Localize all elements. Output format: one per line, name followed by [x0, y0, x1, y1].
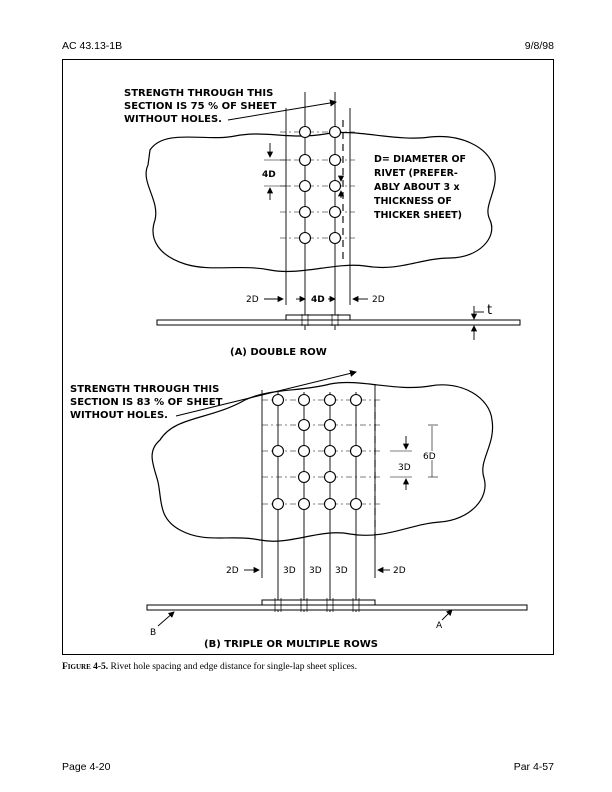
rivet: [349, 444, 363, 458]
panel-a-title: (A) DOUBLE ROW: [230, 347, 327, 358]
rivet: [271, 497, 285, 511]
panel-b-sheet-outline: [151, 381, 494, 542]
rivet: [349, 393, 363, 407]
panel-a-def-line-2: RIVET (PREFER-: [374, 168, 458, 179]
panel-a-def-line-1: D= DIAMETER OF: [374, 154, 466, 165]
panel-a: STRENGTH THROUGH THIS SECTION IS 75 % OF…: [124, 88, 521, 358]
rivet: [328, 231, 342, 245]
panel-a-note-line-1: STRENGTH THROUGH THIS: [124, 88, 273, 99]
footer-page-number: Page 4-20: [62, 761, 111, 773]
panel-b-note-line-1: STRENGTH THROUGH THIS: [70, 384, 219, 395]
panel-b-gap-1-label: 3D: [283, 566, 296, 576]
header-date: 9/8/98: [524, 40, 554, 52]
panel-b: STRENGTH THROUGH THIS SECTION IS 83 % OF…: [70, 370, 528, 650]
panel-a-pitch-label: 4D: [262, 170, 276, 180]
panel-a-rivets: [298, 125, 342, 245]
rivet: [349, 497, 363, 511]
rivet: [297, 470, 311, 484]
figure-caption-text: Rivet hole spacing and edge distance for…: [108, 662, 357, 672]
panel-a-gap-label: 4D: [311, 295, 325, 305]
figure-caption: Figure 4-5. Rivet hole spacing and edge …: [62, 662, 357, 672]
panel-a-def-line-5: THICKER SHEET): [374, 210, 462, 221]
rivet: [298, 205, 312, 219]
panel-a-def-line-4: THICKNESS OF: [374, 196, 452, 207]
figure-caption-label: Figure 4-5.: [62, 662, 109, 672]
panel-b-label-a: A: [436, 621, 443, 631]
panel-b-note-line-3: WITHOUT HOLES.: [70, 410, 168, 421]
rivet: [297, 444, 311, 458]
rivet: [297, 393, 311, 407]
rivet: [271, 444, 285, 458]
panel-b-edge-right-label: 2D: [393, 566, 406, 576]
panel-b-pitch-outer-label: 6D: [423, 452, 436, 462]
rivet: [297, 497, 311, 511]
panel-a-sheet-outline: [145, 131, 496, 273]
rivet: [323, 470, 337, 484]
panel-b-pitch-inner-label: 3D: [398, 463, 411, 473]
panel-b-title: (B) TRIPLE OR MULTIPLE ROWS: [204, 639, 378, 650]
rivet: [323, 444, 337, 458]
rivet: [297, 418, 311, 432]
panel-b-gap-3-label: 3D: [335, 566, 348, 576]
rivet: [323, 497, 337, 511]
rivet: [298, 231, 312, 245]
rivet: [323, 418, 337, 432]
panel-a-note-line-3: WITHOUT HOLES.: [124, 114, 222, 125]
rivet: [298, 179, 312, 193]
panel-a-def-line-3: ABLY ABOUT 3 x: [374, 182, 460, 193]
rivet: [328, 125, 342, 139]
panel-a-note-line-2: SECTION IS 75 % OF SHEET: [124, 101, 277, 112]
panel-a-thickness-label: t: [487, 303, 492, 318]
rivet: [328, 153, 342, 167]
panel-a-edge-right-label: 2D: [372, 295, 385, 305]
footer-paragraph-ref: Par 4-57: [513, 761, 554, 773]
panel-b-note-line-2: SECTION IS 83 % OF SHEET: [70, 397, 223, 408]
panel-b-rivets: [271, 393, 363, 511]
figure-frame: [62, 59, 554, 655]
rivet: [328, 205, 342, 219]
rivet: [328, 179, 342, 193]
header-doc-number: AC 43.13-1B: [62, 40, 123, 52]
panel-b-edge-left-label: 2D: [226, 566, 239, 576]
panel-b-label-b: B: [150, 628, 156, 638]
rivet: [323, 393, 337, 407]
panel-a-edge-left-label: 2D: [246, 295, 259, 305]
rivet: [271, 393, 285, 407]
panel-b-gap-2-label: 3D: [309, 566, 322, 576]
rivet: [298, 125, 312, 139]
rivet: [298, 153, 312, 167]
